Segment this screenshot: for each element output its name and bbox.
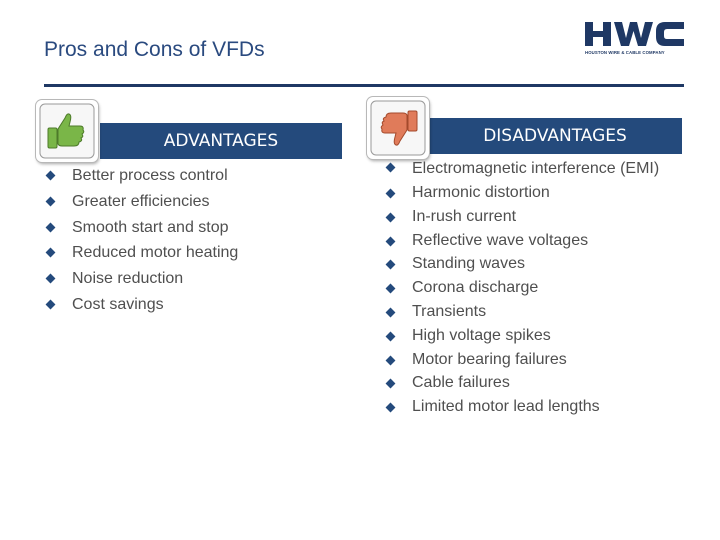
- disadvantages-header: DISADVANTAGES: [428, 118, 682, 154]
- bullet-diamond-icon: [385, 236, 396, 247]
- list-item: Corona discharge: [384, 276, 684, 300]
- list-item: Motor bearing failures: [384, 348, 684, 372]
- company-logo: [585, 20, 685, 62]
- bullet-diamond-icon: [385, 307, 396, 318]
- list-item: Smooth start and stop: [44, 215, 344, 241]
- bullet-diamond-icon: [385, 355, 396, 366]
- disadvantages-list: Electromagnetic interference (EMI) Harmo…: [384, 157, 684, 419]
- bullet-diamond-icon: [45, 247, 56, 258]
- bullet-diamond-icon: [45, 273, 56, 284]
- list-item: Greater efficiencies: [44, 189, 344, 215]
- list-item: Better process control: [44, 163, 344, 189]
- list-item: Reflective wave voltages: [384, 229, 684, 253]
- bullet-diamond-icon: [45, 196, 56, 207]
- title-divider: [44, 84, 684, 87]
- list-item: Harmonic distortion: [384, 181, 684, 205]
- bullet-diamond-icon: [385, 378, 396, 389]
- advantages-header: ADVANTAGES: [100, 123, 342, 159]
- bullet-diamond-icon: [385, 283, 396, 294]
- bullet-diamond-icon: [45, 299, 56, 310]
- advantages-list: Better process control Greater efficienc…: [44, 163, 344, 318]
- bullet-diamond-icon: [45, 222, 56, 233]
- list-item: Cost savings: [44, 292, 344, 318]
- list-item: Reduced motor heating: [44, 240, 344, 266]
- advantages-badge: [36, 100, 98, 162]
- bullet-diamond-icon: [45, 170, 56, 181]
- slide-title: Pros and Cons of VFDs: [44, 38, 265, 61]
- bullet-diamond-icon: [385, 212, 396, 223]
- bullet-diamond-icon: [385, 331, 396, 342]
- list-item: Noise reduction: [44, 266, 344, 292]
- thumbs-down-icon: [370, 100, 426, 156]
- logo-tagline: HOUSTON WIRE & CABLE COMPANY: [585, 50, 665, 55]
- list-item: Electromagnetic interference (EMI): [384, 157, 684, 181]
- list-item: Standing waves: [384, 252, 684, 276]
- thumbs-up-icon: [39, 103, 95, 159]
- list-item: In-rush current: [384, 205, 684, 229]
- list-item: Transients: [384, 300, 684, 324]
- bullet-diamond-icon: [385, 162, 396, 173]
- list-item: High voltage spikes: [384, 324, 684, 348]
- list-item: Cable failures: [384, 371, 684, 395]
- list-item: Limited motor lead lengths: [384, 395, 684, 419]
- bullet-diamond-icon: [385, 402, 396, 413]
- bullet-diamond-icon: [385, 259, 396, 270]
- bullet-diamond-icon: [385, 188, 396, 199]
- disadvantages-badge: [367, 97, 429, 159]
